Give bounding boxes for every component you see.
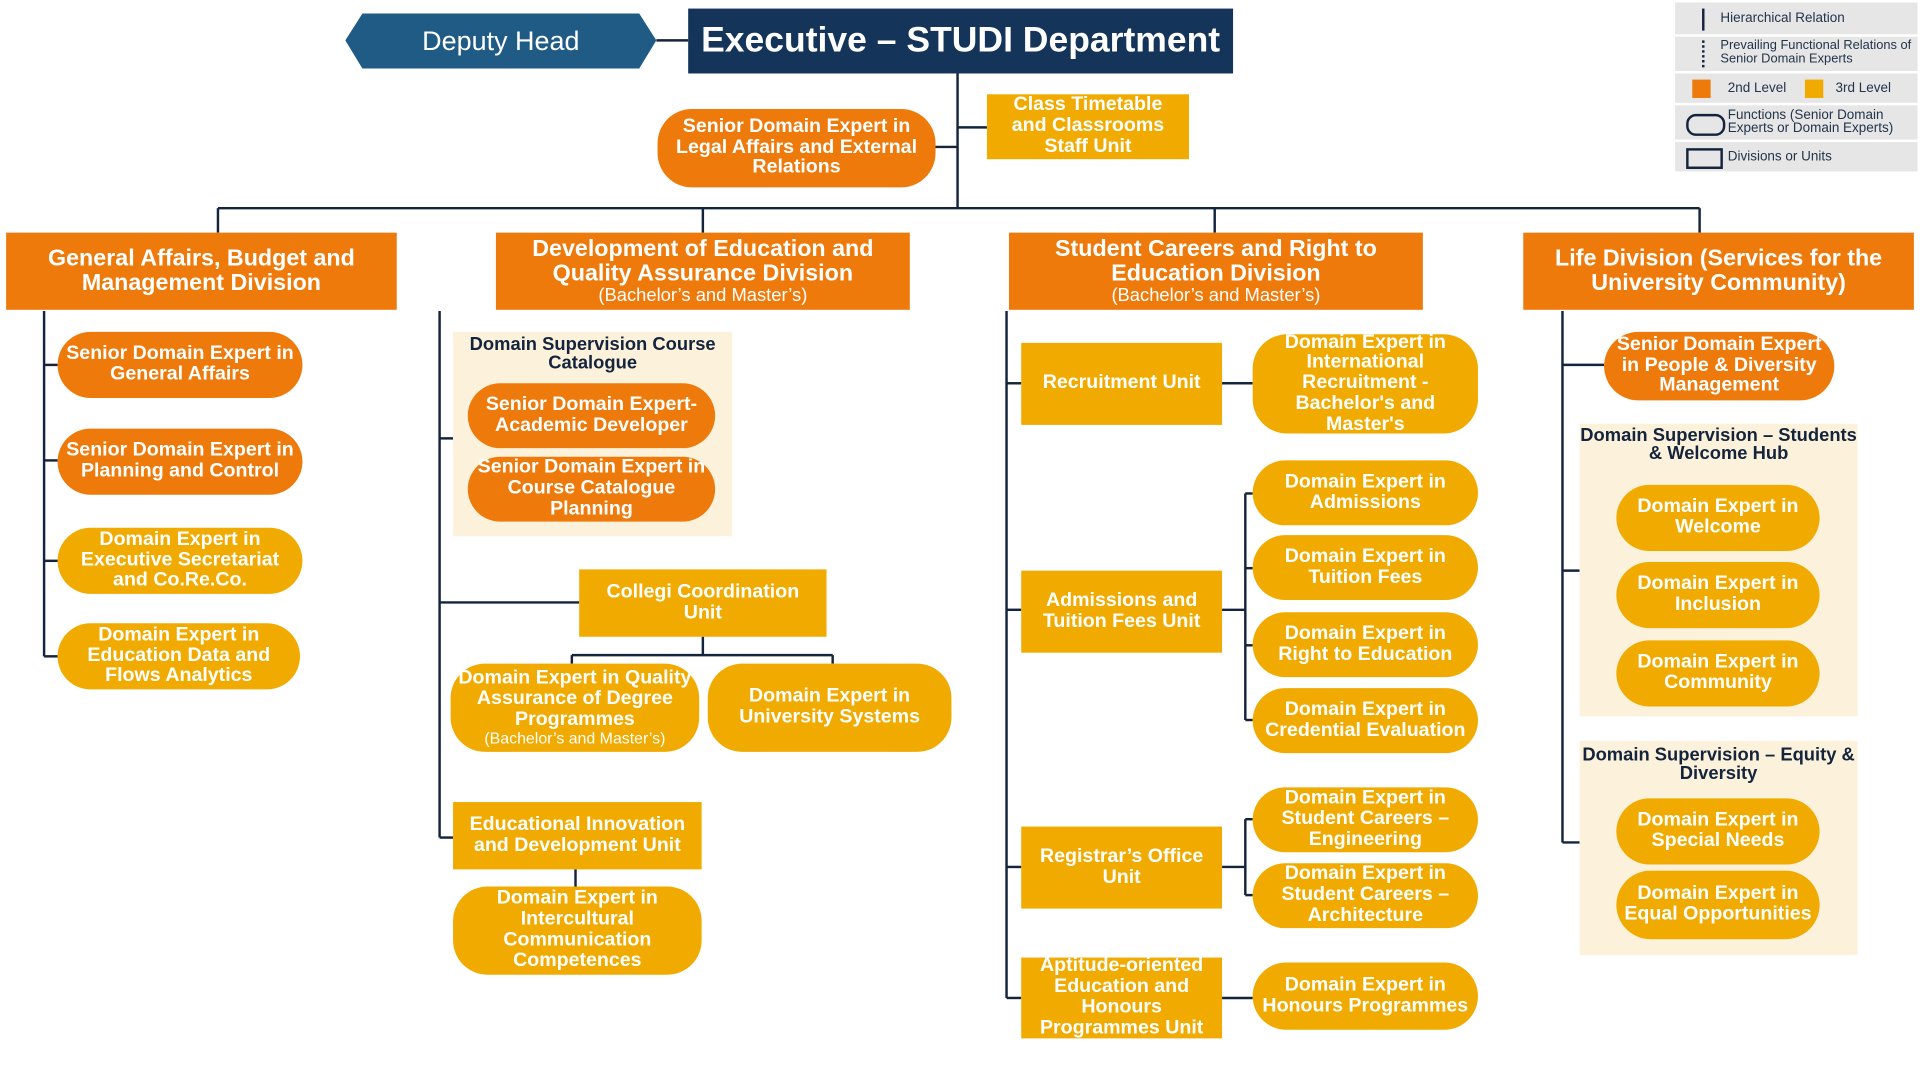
registrar-office-unit: Registrar’s Office Unit	[1021, 826, 1223, 909]
legal-affairs-label: Senior Domain Expert in Legal Affairs an…	[676, 116, 918, 179]
life-senior-label: Senior Domain Expert in People & Diversi…	[1616, 334, 1822, 396]
education-division: Development of Education and Quality Ass…	[495, 232, 910, 310]
registrar-item-label: Domain Expert in Student Careers – Archi…	[1281, 863, 1450, 926]
general-affairs-division: General Affairs, Budget and Management D…	[6, 232, 397, 310]
welcome-item-label: Domain Expert in Community	[1637, 651, 1799, 694]
life-division: Life Division (Services for the Universi…	[1523, 232, 1914, 310]
deputy-head: Deputy Head	[345, 13, 657, 69]
supervision-item-label: Senior Domain Expert in Course Catalogue…	[477, 457, 706, 520]
admissions-expert: Domain Expert in Admissions	[1252, 460, 1478, 526]
life-division-title: Life Division (Services for the Universi…	[1555, 245, 1883, 296]
quality-assurance-label: Domain Expert in Quality Assurance of De…	[458, 667, 692, 730]
honours-programmes-expert: Domain Expert in Honours Programmes	[1252, 962, 1478, 1030]
legend-functions-label: Functions (Senior Domain Experts or Doma…	[1727, 107, 1894, 136]
dotted-line-icon	[1702, 40, 1705, 68]
collegi-coordination-unit: Collegi Coordination Unit	[579, 569, 827, 637]
special-needs-expert: Domain Expert in Special Needs	[1616, 798, 1820, 865]
general-item-label: Domain Expert in Education Data and Flow…	[87, 624, 271, 687]
legend-level3-label: 3rd Level	[1835, 80, 1891, 96]
tuition-fees-expert: Domain Expert in Tuition Fees	[1252, 535, 1478, 601]
education-data-expert: Domain Expert in Education Data and Flow…	[57, 623, 301, 690]
legend-divisions: Divisions or Units	[1675, 142, 1918, 172]
international-recruitment-expert: Domain Expert in International Recruitme…	[1252, 331, 1478, 435]
recruitment-unit-title: Recruitment Unit	[1042, 372, 1201, 394]
level3-swatch-icon	[1804, 79, 1824, 98]
community-expert: Domain Expert in Community	[1616, 640, 1820, 707]
careers-engineering-expert: Domain Expert in Student Careers – Engin…	[1252, 787, 1478, 853]
registrar-unit-title: Registrar’s Office Unit	[1039, 845, 1204, 888]
legend-hierarchical: Hierarchical Relation	[1675, 2, 1918, 35]
admissions-item-label: Domain Expert in Tuition Fees	[1284, 545, 1446, 588]
general-affairs-expert: Senior Domain Expert in General Affairs	[57, 331, 303, 398]
careers-division-subtitle: (Bachelor’s and Master’s)	[1111, 284, 1321, 306]
intercultural-communication-expert: Domain Expert in Intercultural Communica…	[453, 886, 702, 975]
welcome-item-label: Domain Expert in Welcome	[1637, 496, 1799, 538]
solid-line-icon	[1702, 8, 1705, 31]
rectangle-shape-icon	[1686, 148, 1723, 169]
executive-box: Executive – STUDI Department	[688, 8, 1234, 74]
deputy-head-label: Deputy Head	[422, 25, 580, 56]
admissions-item-label: Domain Expert in Right to Education	[1278, 622, 1453, 665]
university-systems-expert: Domain Expert in University Systems	[707, 663, 952, 752]
equity-item-label: Domain Expert in Special Needs	[1637, 809, 1799, 852]
aptitude-unit-title: Aptitude-oriented Education and Honours …	[1039, 955, 1204, 1039]
university-systems-label: Domain Expert in University Systems	[739, 685, 920, 728]
admissions-item-label: Domain Expert in Admissions	[1284, 471, 1446, 513]
aptitude-honours-unit: Aptitude-oriented Education and Honours …	[1021, 955, 1223, 1039]
executive-secretariat-expert: Domain Expert in Executive Secretariat a…	[57, 527, 303, 594]
credential-evaluation-expert: Domain Expert in Credential Evaluation	[1252, 688, 1478, 754]
legend-functional-label: Prevailing Functional Relations of Senio…	[1720, 37, 1912, 66]
course-catalogue-planning-expert: Senior Domain Expert in Course Catalogue…	[467, 456, 716, 522]
quality-assurance-sub: (Bachelor’s and Master’s)	[484, 729, 666, 748]
education-division-title: Development of Education and Quality Ass…	[532, 235, 874, 287]
intercultural-label: Domain Expert in Intercultural Communica…	[496, 888, 658, 971]
admissions-item-label: Domain Expert in Credential Evaluation	[1265, 698, 1466, 741]
recruitment-item-label: Domain Expert in International Recruitme…	[1284, 331, 1446, 435]
executive-title: Executive – STUDI Department	[701, 21, 1221, 61]
general-division-title: General Affairs, Budget and Management D…	[48, 245, 355, 296]
quality-assurance-expert: Domain Expert in Quality Assurance of De…	[450, 663, 700, 752]
recruitment-unit: Recruitment Unit	[1021, 342, 1223, 425]
inclusion-expert: Domain Expert in Inclusion	[1616, 562, 1820, 629]
legal-affairs-expert: Senior Domain Expert in Legal Affairs an…	[657, 108, 936, 188]
rounded-shape-icon	[1686, 113, 1726, 136]
legend-level2-label: 2nd Level	[1727, 80, 1787, 96]
legend-divisions-label: Divisions or Units	[1727, 149, 1832, 165]
academic-developer-expert: Senior Domain Expert- Academic Developer	[467, 383, 716, 449]
student-careers-division: Student Careers and Right to Education D…	[1008, 232, 1423, 310]
legend-levels: 2nd Level 3rd Level	[1675, 73, 1918, 103]
educational-innovation-unit: Educational Innovation and Development U…	[453, 802, 702, 870]
general-item-label: Senior Domain Expert in Planning and Con…	[66, 439, 294, 482]
collegi-unit-title: Collegi Coordination Unit	[606, 581, 800, 623]
course-catalogue-title: Domain Supervision Course Catalogue	[469, 334, 716, 374]
supervision-item-label: Senior Domain Expert- Academic Developer	[485, 393, 698, 436]
careers-architecture-expert: Domain Expert in Student Careers – Archi…	[1252, 863, 1478, 929]
registrar-item-label: Domain Expert in Student Careers – Engin…	[1281, 787, 1450, 850]
legend-functions: Functions (Senior Domain Experts or Doma…	[1675, 105, 1918, 140]
equity-diversity-title: Domain Supervision – Equity & Diversity	[1582, 744, 1855, 784]
general-item-label: Senior Domain Expert in General Affairs	[66, 343, 294, 385]
people-diversity-expert: Senior Domain Expert in People & Diversi…	[1604, 331, 1835, 401]
welcome-hub-title: Domain Supervision – Students & Welcome …	[1580, 424, 1857, 465]
timetable-staff-unit: Class Timetable and Classrooms Staff Uni…	[986, 94, 1189, 160]
careers-division-title: Student Careers and Right to Education D…	[1054, 235, 1377, 287]
equal-opportunities-expert: Domain Expert in Equal Opportunities	[1616, 870, 1820, 940]
planning-control-expert: Senior Domain Expert in Planning and Con…	[57, 428, 303, 495]
admissions-tuition-unit: Admissions and Tuition Fees Unit	[1021, 570, 1223, 653]
admissions-unit-title: Admissions and Tuition Fees Unit	[1042, 589, 1201, 632]
innovation-unit-title: Educational Innovation and Development U…	[469, 813, 686, 856]
right-to-education-expert: Domain Expert in Right to Education	[1252, 612, 1478, 678]
equity-item-label: Domain Expert in Equal Opportunities	[1624, 883, 1812, 925]
welcome-expert: Domain Expert in Welcome	[1616, 484, 1820, 552]
legend-hierarchical-label: Hierarchical Relation	[1720, 11, 1845, 26]
general-item-label: Domain Expert in Executive Secretariat a…	[80, 528, 280, 591]
education-division-subtitle: (Bachelor’s and Master’s)	[598, 284, 808, 306]
legend-functional: Prevailing Functional Relations of Senio…	[1675, 36, 1918, 72]
level2-swatch-icon	[1692, 79, 1711, 98]
timetable-unit-label: Class Timetable and Classrooms Staff Uni…	[1011, 94, 1165, 157]
welcome-item-label: Domain Expert in Inclusion	[1637, 573, 1799, 615]
aptitude-item-label: Domain Expert in Honours Programmes	[1262, 974, 1469, 1016]
